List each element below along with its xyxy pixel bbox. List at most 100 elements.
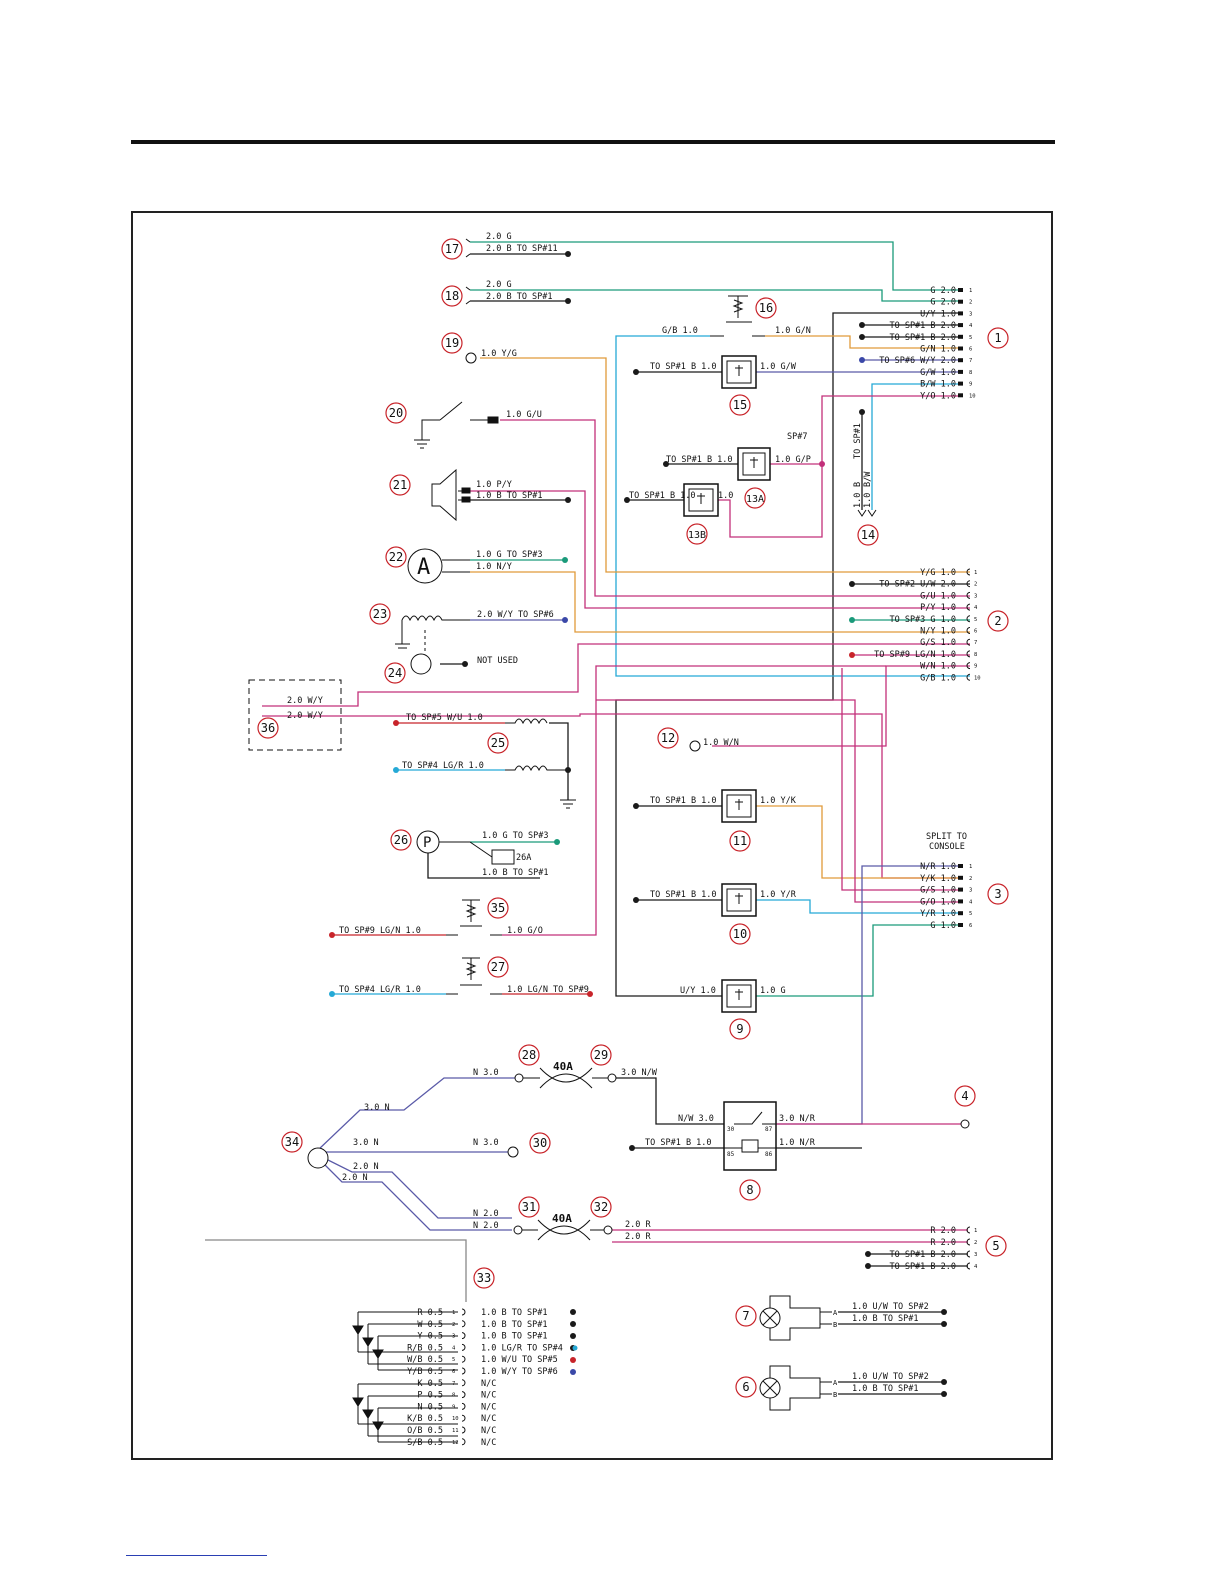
component-c8-number: 8 [746,1183,753,1197]
label-26b: 1.0 B TO SP#1 [482,868,549,878]
component-c13b-number: 13B [688,530,706,541]
conn3-pin-1-label: N/R 1.0 [920,862,956,872]
component-c22-circle [385,546,407,568]
conn1-pin-1 [958,288,963,292]
conn2-pin-4 [966,603,971,611]
component-c23-circle [369,603,391,625]
label-23: 2.0 W/Y TO SP#6 [477,610,554,620]
conn3-pin-2-number: 2 [969,876,972,882]
conn3-pin-4 [958,899,963,904]
conn1-pin-9 [958,381,963,386]
dot-c5-3 [865,1251,871,1257]
conn3-pin-4-number: 4 [969,899,973,905]
label-30: N 3.0 [473,1138,499,1148]
relay-11-icon [721,789,757,823]
component-c12-number: 12 [661,731,675,745]
component-c13a-circle [744,487,766,509]
dot-25b [393,767,399,773]
conn33-pin-7 [461,1379,466,1387]
switch-35-icon [446,899,502,936]
component-c14-circle [857,524,879,546]
label-6b: 1.0 B TO SP#1 [852,1384,919,1394]
conn1-pin-8-label: G/W 1.0 [920,368,956,378]
component-c12-circle [657,727,679,749]
conn2-pin-9 [966,662,971,670]
component-c5-circle [985,1235,1007,1257]
component-c27-circle [487,956,509,978]
component-c34-circle [281,1131,303,1153]
label-9b: 1.0 G [760,986,786,996]
sensor-24-icon [410,653,432,675]
wire-13a-gp [718,463,823,538]
label-36a: 2.0 W/Y [287,696,323,706]
label-8b: 3.0 N/R [779,1114,816,1124]
conn2-pin-9-label: W/N 1.0 [920,662,956,672]
label-16a: G/B 1.0 [662,326,698,336]
conn1-pin-2 [958,299,963,304]
conn5-pin-2-label: R 2.0 [930,1238,956,1248]
component-c35-number: 35 [491,901,505,915]
conn1-pin-10-label: Y/O 1.0 [920,391,956,401]
conn33-pin-2 [461,1320,466,1328]
conn5-pin-1 [966,1226,971,1234]
lamp-7-icon [759,1295,832,1341]
component-c18-number: 18 [445,289,459,303]
label-8a: N/W 3.0 [678,1114,714,1124]
terminal-30 [507,1146,519,1158]
component-c5-number: 5 [992,1239,999,1253]
conn33-pin-1-left: R 0.5 [417,1308,443,1318]
conn5-pin-3-number: 3 [974,1252,977,1258]
wire-34-to-28 [317,1077,515,1151]
component-c7-circle [735,1305,757,1327]
conn2-pin-3-number: 3 [974,593,977,599]
label-6a: 1.0 U/W TO SP#2 [852,1372,929,1382]
label-15a: TO SP#1 B 1.0 [650,362,717,372]
component-c6-circle [735,1376,757,1398]
wire-16-gn [765,335,958,349]
component-c2-number: 2 [994,614,1001,628]
component-c23-number: 23 [373,607,387,621]
conn1-pin-3 [958,311,963,316]
conn3-pin-3-label: G/S 1.0 [920,886,956,896]
conn1-pin-6-number: 6 [969,347,972,353]
conn2-pin-3-label: G/U 1.0 [920,591,956,601]
fuse-40a-bottom: 40A [552,1212,572,1225]
dot-21 [565,497,571,503]
dot-c2-5 [849,617,855,623]
component-c35-circle [487,897,509,919]
conn33-pin-3-right: 1.0 B TO SP#1 [481,1332,548,1342]
component-c17-number: 17 [445,242,459,256]
conn33-pin-7-right: N/C [481,1379,496,1389]
wire-9-g [756,924,960,997]
label-20: 1.0 G/U [506,410,542,420]
conn33-pin-12-left: S/B 0.5 [407,1438,443,1448]
conn1-pin-10-number: 10 [969,393,976,399]
conn2-pin-5-number: 5 [974,617,977,623]
conn3-pin-6 [958,923,963,927]
conn33-pin-3 [461,1332,466,1340]
dot-c1-5 [859,334,865,340]
conn3-pin-2 [958,875,963,880]
conn33-pin-8-number: 8 [452,1393,455,1399]
component-c18-circle [441,285,463,307]
conn33-pin-7-left: K 0.5 [417,1379,443,1389]
conn3-pin-4-label: G/O 1.0 [920,897,956,907]
component-c16-circle [755,297,777,319]
sender-26a-box [491,849,515,865]
dot-7a [941,1309,947,1315]
relay-8-pin87: 87 [765,1126,773,1133]
label-26a-sender: 26A [516,853,531,863]
component-c21-number: 21 [393,478,407,492]
dot-11 [633,803,639,809]
conn1-pin-2-number: 2 [969,300,972,306]
label-18a: 2.0 G [486,280,512,290]
wire-10-yr [756,899,960,914]
label-13ba: TO SP#1 B 1.0 [629,491,696,501]
component-c26-circle [390,829,412,851]
conn33-pin-10-right: N/C [481,1414,496,1424]
label-25b: TO SP#4 LG/R 1.0 [402,761,484,771]
conn33-pin-12 [461,1438,466,1446]
label-8c: TO SP#1 B 1.0 [645,1138,712,1148]
